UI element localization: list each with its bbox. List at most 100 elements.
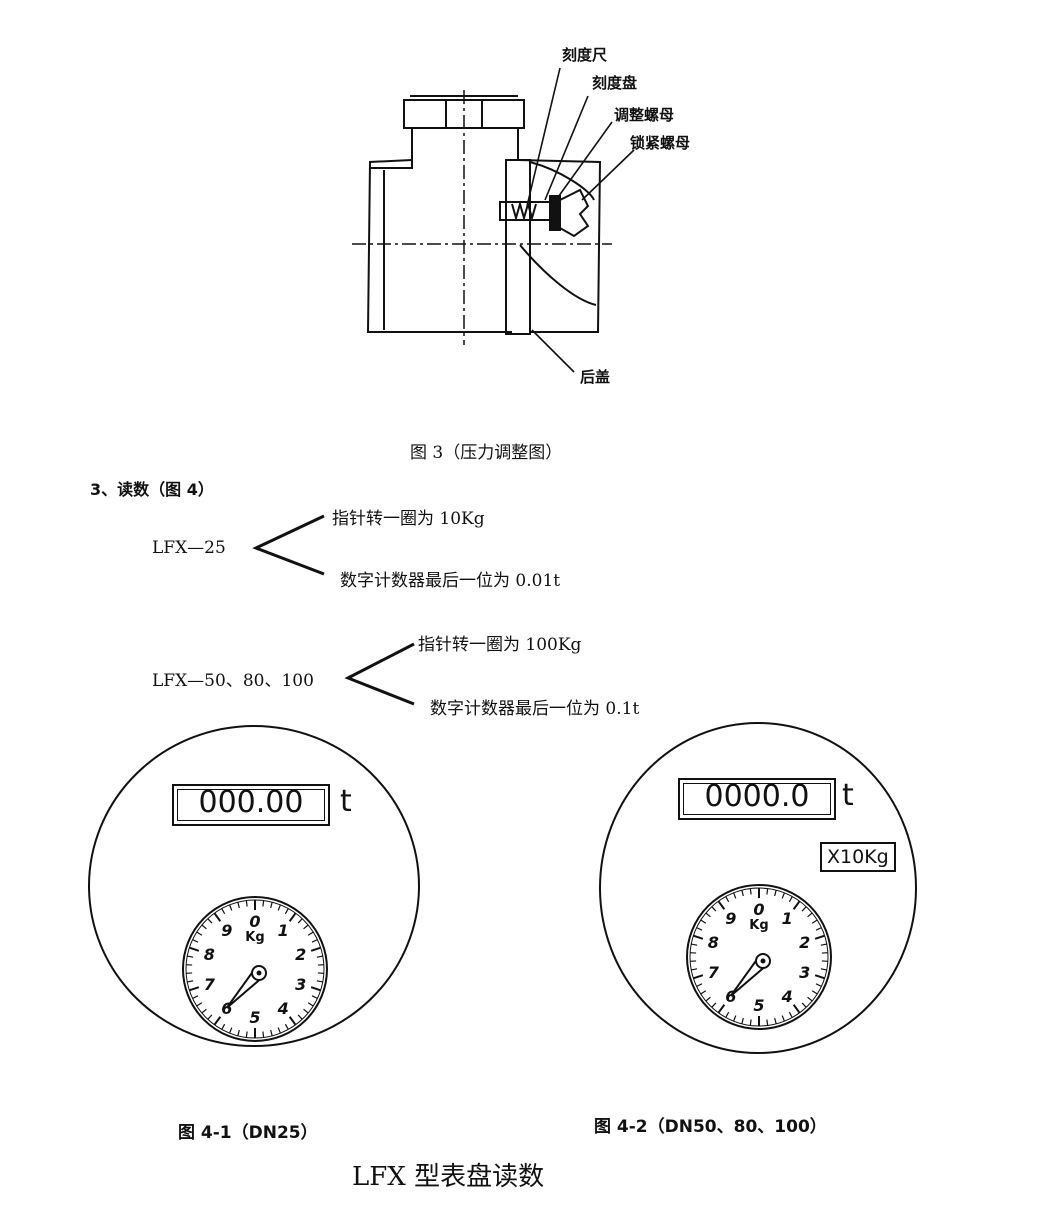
dial-tick	[711, 906, 717, 912]
dial-tick	[288, 1016, 297, 1026]
dial-tick	[316, 955, 323, 958]
dial-tick	[781, 1015, 785, 1022]
dial-tick	[801, 906, 807, 912]
dial-tick	[192, 939, 199, 943]
dial-tick	[196, 931, 203, 936]
dial-number: 3	[799, 963, 810, 982]
dial-tick	[270, 1029, 273, 1036]
dial-tick	[245, 900, 248, 907]
dial-tick	[788, 896, 793, 903]
dial-tick	[307, 931, 314, 936]
group-1-line-2: 数字计数器最后一位为 0.01t	[340, 571, 561, 591]
dial-tick	[693, 934, 704, 940]
counter-value-2: 0000.0	[704, 779, 810, 814]
dial-tick	[262, 1031, 265, 1038]
dial-tick	[284, 1023, 289, 1030]
dial-number: 6	[221, 999, 232, 1018]
dial-tick	[749, 1019, 752, 1026]
group-2-line-1: 指针转一圈为 100Kg	[418, 635, 582, 655]
dial-tick	[316, 980, 323, 983]
callout-dial-plate: 刻度盘	[592, 74, 638, 92]
dial-tick	[297, 1014, 303, 1020]
dial-tick	[284, 908, 289, 915]
dial-tick	[229, 1027, 233, 1034]
brace-1	[252, 514, 325, 576]
dial-unit: Kg	[245, 930, 264, 945]
dial-number: 3	[295, 975, 306, 994]
page-title: LFX 型表盘读数	[352, 1162, 545, 1192]
dial-tick	[196, 1002, 203, 1007]
dial-tick	[814, 934, 825, 940]
group-2-line-2: 数字计数器最后一位为 0.1t	[430, 699, 640, 719]
dial-number: 2	[295, 945, 306, 964]
counter-window-1	[172, 784, 330, 826]
dial-number: 5	[249, 1008, 260, 1027]
dial-number: 7	[204, 975, 216, 994]
dial-tick	[303, 1008, 309, 1014]
counter-value-1: 000.00	[198, 785, 304, 820]
dial-tick	[725, 1011, 730, 1018]
dial-tick	[691, 943, 698, 946]
dial-tick	[733, 892, 737, 899]
dial-tick	[788, 1011, 793, 1018]
dial-rim	[686, 884, 832, 1030]
model-label-2: LFX—50、80、100	[152, 671, 314, 691]
dial-tick	[766, 888, 769, 895]
dial-tick	[781, 892, 785, 899]
dial-tick	[811, 990, 818, 995]
group-1-line-1: 指针转一圈为 10Kg	[332, 509, 485, 529]
dial-tick	[221, 1023, 226, 1030]
dial-tick	[801, 1002, 807, 1008]
callout-lock-nut: 锁紧螺母	[630, 134, 691, 152]
dial-tick	[277, 1027, 281, 1034]
dial-tick	[221, 908, 226, 915]
dial-tick	[749, 888, 752, 895]
callout-adjust-nut: 调整螺母	[614, 106, 675, 124]
dial-tick	[733, 1015, 737, 1022]
dial-tick	[229, 904, 233, 911]
dial-tick	[262, 900, 265, 907]
dial-tick	[297, 918, 303, 924]
dial-tick	[691, 968, 698, 971]
dial-number: 8	[708, 933, 719, 952]
dial-tick	[693, 974, 704, 980]
dial-tick	[792, 900, 801, 910]
dial-number: 6	[725, 987, 736, 1006]
dial-tick	[696, 983, 703, 987]
dial-tick	[207, 918, 213, 924]
dial-number: 4	[277, 999, 289, 1018]
dial-tick	[311, 939, 318, 943]
dial-tick	[307, 1002, 314, 1007]
dial-tick	[277, 904, 281, 911]
dial-tick	[237, 1029, 240, 1036]
callout-scale-ruler: 刻度尺	[562, 46, 608, 64]
dial-number: 1	[782, 909, 793, 928]
dial-tick	[696, 927, 703, 931]
dial-tick	[201, 1008, 207, 1014]
dial-tick	[766, 1019, 769, 1026]
dial-number: 0	[753, 900, 764, 919]
dial-tick	[192, 995, 199, 999]
counter-window-2	[678, 778, 836, 820]
dial-tick	[705, 912, 711, 918]
dial-tick	[270, 902, 273, 909]
dial-tick	[741, 890, 744, 897]
dial-number: 8	[204, 945, 215, 964]
dial-tick	[303, 924, 309, 930]
dial-number: 7	[708, 963, 720, 982]
section-heading: 3、读数（图 4）	[90, 480, 214, 499]
dial-tick	[815, 927, 822, 931]
dial-tick	[792, 1004, 801, 1014]
dial-tick	[774, 1017, 777, 1024]
dial-tick	[711, 1002, 717, 1008]
dial-unit: Kg	[749, 918, 768, 933]
dial-tick	[310, 986, 321, 992]
meter-face-1	[88, 725, 420, 1047]
figure-3-drawing	[352, 67, 635, 373]
dial-tick	[310, 946, 321, 952]
dial-tick	[245, 1031, 248, 1038]
dial-tick	[807, 912, 813, 918]
dial-number: 0	[249, 912, 260, 931]
